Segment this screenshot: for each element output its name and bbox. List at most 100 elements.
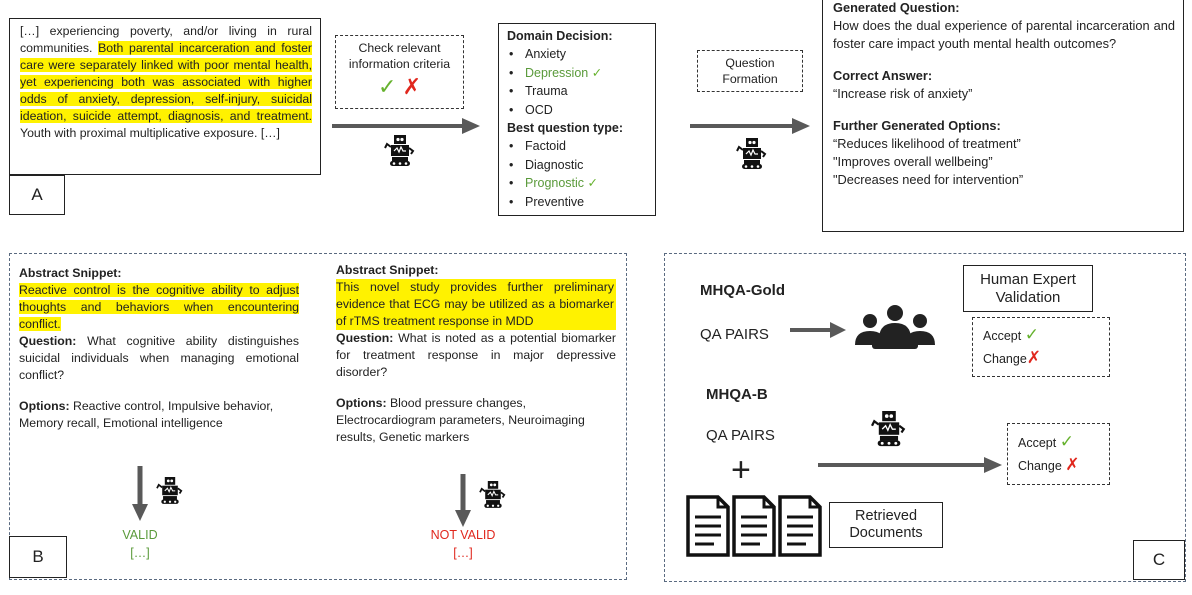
options-text: Blood pressure changes, Electrocardiogra… — [336, 396, 585, 444]
accept-label: Accept — [983, 329, 1022, 343]
snippet-question: Question: What cognitive ability disting… — [19, 333, 299, 384]
source-text-highlight: Both parental incarceration and foster c… — [20, 41, 313, 123]
mhqa-b-title: MHQA-B — [706, 386, 768, 403]
source-text-box: […] experiencing poverty, and/or living … — [9, 18, 321, 175]
arrow-b-left — [132, 466, 148, 521]
question-formation-text: Question Formation — [722, 56, 778, 86]
change-row: Change ✗ — [1018, 454, 1109, 477]
correct-answer-title: Correct Answer: — [833, 68, 933, 83]
question-label: Question: — [336, 331, 394, 345]
mhqa-gold-title: MHQA-Gold — [700, 282, 785, 299]
source-text-before: […] experiencing poverty, and/or living … — [20, 24, 312, 55]
accept-label: Accept — [1018, 436, 1057, 450]
plus-sign: + — [731, 451, 751, 489]
human-validation-box: Human Expert Validation — [963, 265, 1093, 312]
question-label: Question: — [19, 334, 77, 348]
qtype-item: Preventive — [507, 193, 647, 212]
domain-item: Anxiety — [507, 45, 647, 64]
snippet-left: Abstract Snippet: Reactive control is th… — [19, 265, 299, 432]
qtype-item-label: Factoid — [525, 139, 566, 153]
option-item: "Decreases need for intervention” — [833, 172, 1024, 187]
generated-question: How does the dual experience of parental… — [833, 18, 1175, 51]
verdict-ellipsis: […] — [453, 546, 473, 560]
gold-decision-box: Accept ✓ Change✗ — [972, 317, 1110, 377]
qtype-list: Factoid Diagnostic Prognostic ✓ Preventi… — [507, 137, 647, 211]
domain-item-label: Trauma — [525, 84, 568, 98]
panel-b-label-text: B — [32, 547, 44, 566]
cross-icon: ✗ — [1026, 348, 1042, 367]
panel-b — [9, 253, 627, 580]
domain-item: OCD — [507, 101, 647, 120]
qtype-item: Diagnostic — [507, 156, 647, 175]
snippet-title: Abstract Snippet: — [336, 263, 439, 277]
correct-answer: “Increase risk of anxiety” — [833, 86, 973, 101]
snippet-options: Options: Reactive control, Impulsive beh… — [19, 398, 299, 432]
question-formation-box: Question Formation — [697, 50, 803, 92]
arrow-c1 — [790, 322, 846, 338]
cross-icon: ✗ — [1065, 455, 1080, 474]
option-item: "Improves overall wellbeing” — [833, 154, 993, 169]
people-icon — [855, 305, 935, 349]
robot-icon — [479, 481, 506, 508]
panel-b-label: B — [9, 536, 67, 578]
documents-icon — [686, 495, 822, 557]
options-label: Options: — [336, 396, 387, 410]
domain-item: Trauma — [507, 82, 647, 101]
panel-c — [664, 253, 1186, 582]
robot-icon — [736, 138, 767, 169]
check-icon: ✓ — [587, 176, 599, 190]
domain-decision-box: Domain Decision: Anxiety Depression ✓ Tr… — [498, 23, 656, 216]
snippet-right: Abstract Snippet: This novel study provi… — [336, 262, 616, 446]
source-text: […] experiencing poverty, and/or living … — [20, 23, 313, 142]
snippet-question: Question: What is noted as a potential b… — [336, 330, 616, 381]
source-text-after: Youth with proximal multiplicative expos… — [20, 126, 280, 140]
verdict-valid: VALID — [122, 528, 158, 542]
check-icon: ✓ — [1024, 325, 1039, 344]
check-icon: ✓ — [591, 65, 603, 80]
change-label: Change — [1018, 459, 1062, 473]
qtype-item: Factoid — [507, 137, 647, 156]
arrow-c2 — [818, 457, 1002, 473]
retrieved-documents-text: Retrieved Documents — [849, 508, 923, 541]
option-item: “Reduces likelihood of treatment” — [833, 136, 1021, 151]
panel-a-label-text: A — [31, 185, 43, 204]
question-text: What is noted as a potential biomarker f… — [336, 331, 616, 379]
domain-item-label: Anxiety — [525, 47, 566, 61]
snippet-text: Reactive control is the cognitive abilit… — [19, 282, 299, 333]
qtype-item-label: Prognostic — [525, 176, 585, 190]
qtype-item-selected: Prognostic ✓ — [507, 174, 647, 193]
generated-question-box: Generated Question: How does the dual ex… — [822, 0, 1184, 232]
domain-item-selected: Depression ✓ — [507, 64, 647, 83]
retrieved-documents-box: Retrieved Documents — [829, 502, 943, 548]
question-text: What cognitive ability distinguishes sui… — [19, 334, 299, 382]
options-text: Reactive control, Impulsive behavior, Me… — [19, 399, 274, 430]
criteria-box: Check relevant information criteria ✓ ✗ — [335, 35, 464, 109]
snippet-options: Options: Blood pressure changes, Electro… — [336, 395, 616, 446]
arrow-a1 — [332, 118, 480, 134]
accept-row: Accept ✓ — [983, 324, 1109, 347]
robot-icon — [384, 135, 415, 166]
robot-icon — [870, 411, 906, 447]
question-type-title: Best question type: — [507, 121, 623, 135]
qtype-item-label: Preventive — [525, 194, 585, 209]
verdict-not-valid: NOT VALID — [430, 528, 496, 542]
panel-a-label: A — [9, 175, 65, 215]
generated-question-title: Generated Question: — [833, 0, 960, 15]
verdict-ellipsis: […] — [130, 546, 150, 560]
domain-decision-title: Domain Decision: — [507, 29, 613, 43]
human-validation-text: Human Expert Validation — [980, 270, 1076, 306]
cross-icon: ✗ — [402, 74, 421, 99]
gold-qa-pairs: QA PAIRS — [700, 326, 769, 343]
qtype-item-label: Diagnostic — [525, 157, 584, 172]
snippet-text: This novel study provides further prelim… — [336, 279, 616, 330]
accept-row: Accept ✓ — [1018, 431, 1109, 454]
arrow-b-right — [455, 474, 471, 527]
check-icon: ✓ — [1059, 432, 1074, 451]
robot-icon — [156, 477, 183, 504]
panel-c-label: C — [1133, 540, 1185, 580]
snippet-highlight: Reactive control is the cognitive abilit… — [19, 283, 299, 331]
change-row: Change✗ — [983, 347, 1109, 370]
b-decision-box: Accept ✓ Change ✗ — [1007, 423, 1110, 485]
options-label: Options: — [19, 399, 70, 413]
panel-c-label-text: C — [1152, 550, 1166, 569]
